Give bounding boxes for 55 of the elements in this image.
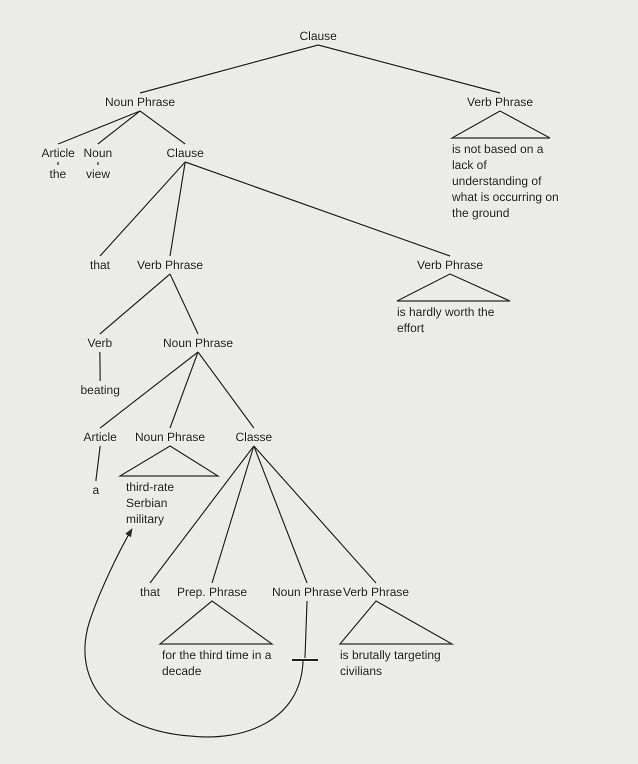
branch-line	[100, 352, 198, 428]
branch-line	[97, 110, 140, 144]
leaf-phrase: third-rate Serbian military	[126, 479, 206, 527]
tree-node-label: Article	[42, 145, 75, 161]
tree-node-label: Classe	[236, 429, 272, 445]
branch-line	[318, 44, 500, 94]
roof-triangle	[338, 600, 454, 645]
tree-node-label: Clause	[300, 28, 337, 44]
branch-line	[58, 110, 140, 145]
branch-line	[169, 162, 186, 256]
branch-line	[169, 352, 199, 428]
roof-triangle	[158, 600, 274, 645]
roof-triangle	[396, 273, 511, 302]
leaf-phrase: is not based on a lack of understanding of what is occurring on the ground	[452, 141, 564, 221]
tree-node-label: the	[50, 166, 66, 182]
branch-line	[253, 446, 308, 584]
tree-node-label: Noun Phrase	[135, 429, 206, 445]
branch-line	[211, 446, 254, 584]
tree-node-label: Verb Phrase	[467, 94, 534, 110]
tree-node-label: Verb Phrase	[137, 257, 204, 273]
movement-arrow	[84, 528, 304, 738]
tree-node-label: Prep. Phrase	[177, 584, 248, 600]
tree-node-label: that	[140, 584, 160, 600]
tree-node-label: that	[90, 257, 110, 273]
branch-line	[169, 274, 199, 334]
branch-line	[57, 162, 59, 166]
tree-node-label: a	[92, 482, 100, 498]
branch-line	[99, 274, 170, 334]
roof-triangle	[118, 445, 220, 477]
tree-node-label: Noun Phrase	[163, 335, 234, 351]
branch-line	[100, 162, 186, 256]
tree-node-label: Noun Phrase	[105, 94, 176, 110]
branch-line	[97, 162, 99, 166]
tree-node-label: Article	[84, 429, 117, 445]
tree-node-label: beating	[80, 382, 120, 398]
tree-node-label: view	[86, 166, 110, 182]
branch-line	[140, 44, 318, 94]
tree-node-label: Clause	[166, 145, 204, 161]
tree-node-label: Verb	[88, 335, 112, 351]
branch-line	[150, 446, 254, 584]
roof-triangle	[450, 110, 551, 139]
tree-node-label: Verb Phrase	[343, 584, 410, 600]
leaf-phrase: for the third time in a decade	[162, 647, 282, 679]
tree-node-label: Noun	[84, 145, 112, 161]
branch-line	[253, 446, 376, 584]
tree-node-label: Verb Phrase	[417, 257, 484, 273]
branch-line	[99, 352, 101, 381]
branch-line	[198, 352, 254, 428]
branch-line	[140, 110, 186, 144]
branch-line	[304, 600, 308, 658]
branch-line	[184, 161, 450, 257]
branch-line	[95, 446, 101, 482]
tree-node-label: Noun Phrase	[272, 584, 342, 600]
leaf-phrase: is brutally targeting civilians	[340, 647, 458, 679]
leaf-phrase: is hardly worth the effort	[397, 304, 497, 336]
